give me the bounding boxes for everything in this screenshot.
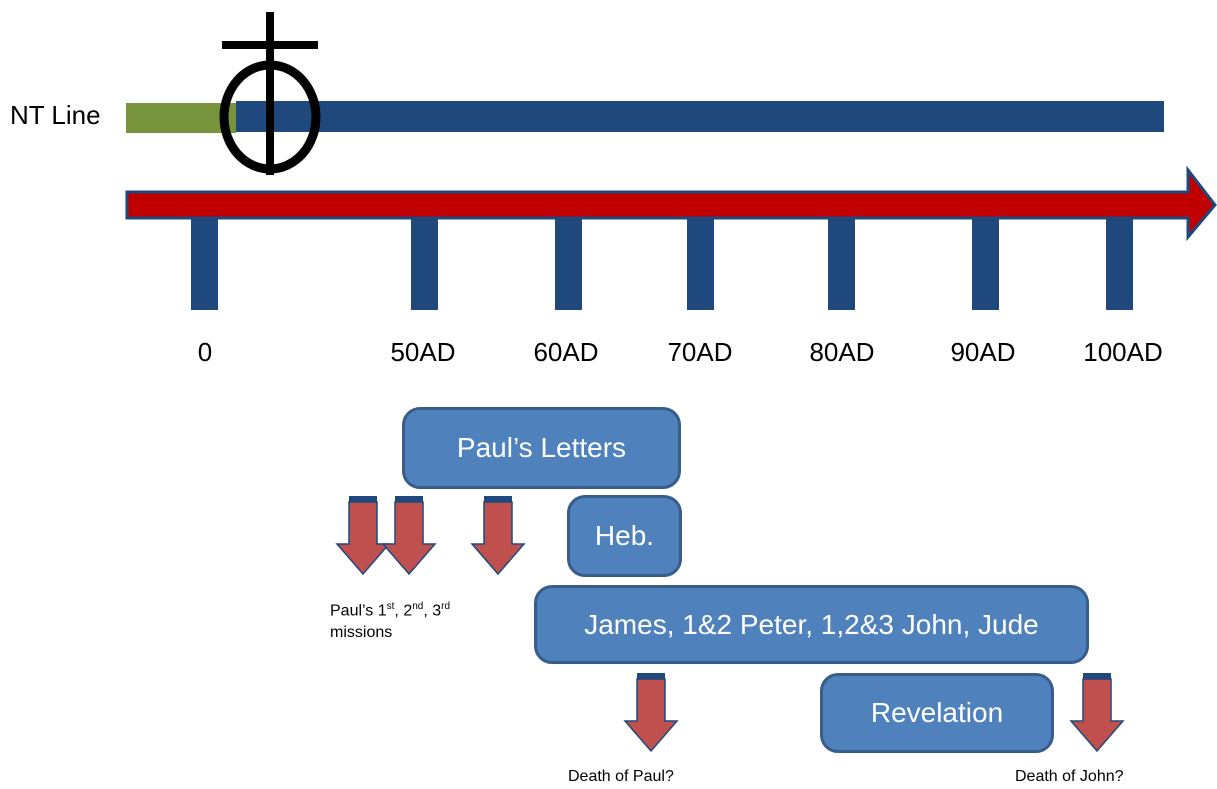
tick-mark-50ad: [411, 218, 438, 310]
general-epistles-box: James, 1&2 Peter, 1,2&3 John, Jude: [534, 585, 1089, 664]
tick-label-60ad: 60AD: [533, 337, 599, 367]
nt-line-label: NT Line: [10, 100, 101, 130]
cross-circle-icon: [219, 12, 321, 175]
revelation-box: Revelation: [820, 673, 1054, 753]
tick-mark-90ad: [972, 218, 999, 310]
mission-1-arrow: [335, 496, 391, 576]
mission-3-arrow: [470, 496, 526, 576]
death-of-john-arrow: [1069, 673, 1125, 753]
mission-2-arrow: [381, 496, 437, 576]
hebrews-label: Heb.: [594, 520, 655, 551]
pauls-letters-box: Paul’s Letters: [402, 407, 681, 489]
general-epistles-label: James, 1&2 Peter, 1,2&3 John, Jude: [584, 608, 1039, 640]
death-of-paul-caption: Death of Paul?: [568, 768, 674, 785]
tick-mark-70ad: [687, 218, 714, 310]
missions-caption: Paul’s 1st, 2nd, 3rd missions: [330, 601, 451, 642]
hebrews-box: Heb.: [567, 495, 682, 577]
tick-label-100ad: 100AD: [1083, 337, 1163, 367]
death-of-john-caption: Death of John?: [1015, 768, 1124, 785]
tick-mark-80ad: [828, 218, 855, 310]
revelation-label: Revelation: [870, 697, 1004, 728]
tick-mark-0: [191, 218, 218, 310]
tick-label-90ad: 90AD: [950, 337, 1016, 367]
main-timeline-arrow: [125, 165, 1217, 242]
pauls-letters-label: Paul’s Letters: [456, 432, 627, 463]
tick-mark-60ad: [555, 218, 582, 310]
tick-label-80ad: 80AD: [809, 337, 875, 367]
pre-christ-segment: [126, 103, 236, 133]
tick-label-0: 0: [197, 337, 213, 367]
nt-era-segment: [236, 101, 1164, 132]
tick-label-70ad: 70AD: [667, 337, 733, 367]
tick-label-50ad: 50AD: [390, 337, 456, 367]
death-of-paul-arrow: [623, 673, 679, 753]
tick-mark-100ad: [1106, 218, 1133, 310]
